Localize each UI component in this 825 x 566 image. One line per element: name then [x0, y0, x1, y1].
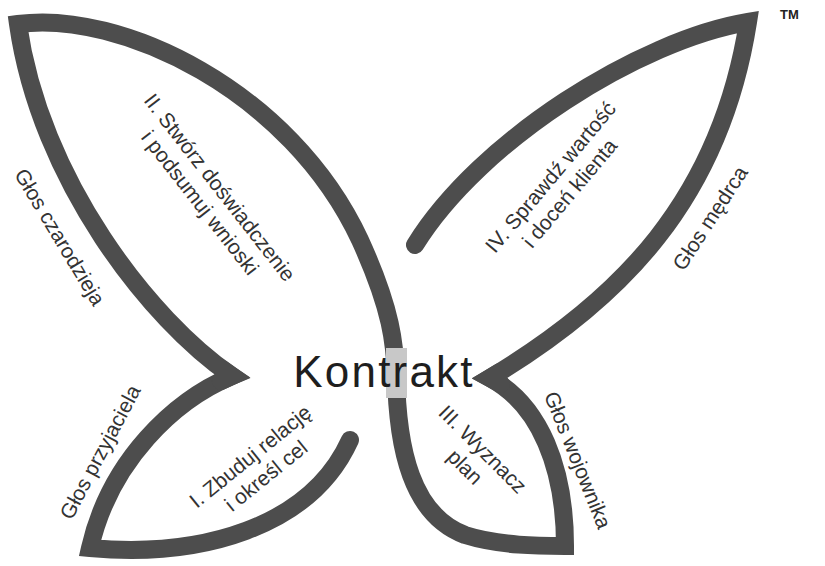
trademark: TM: [780, 8, 799, 21]
wing-region: IV. Sprawdź wartość i doceń klientaGłos …: [395, 0, 775, 395]
wing-stroke: [18, 22, 396, 381]
stage-title: IV. Sprawdź wartość i doceń klienta: [478, 94, 643, 277]
wing-stroke: [415, 22, 748, 384]
wing-stroke: [396, 372, 565, 546]
wing-region: II. Stwórz doświadczenie i podsumuj wnio…: [0, 0, 410, 395]
stage-title: I. Zbuduj relację i określ cel: [182, 398, 334, 534]
center-title: Kontrakt: [293, 350, 474, 394]
